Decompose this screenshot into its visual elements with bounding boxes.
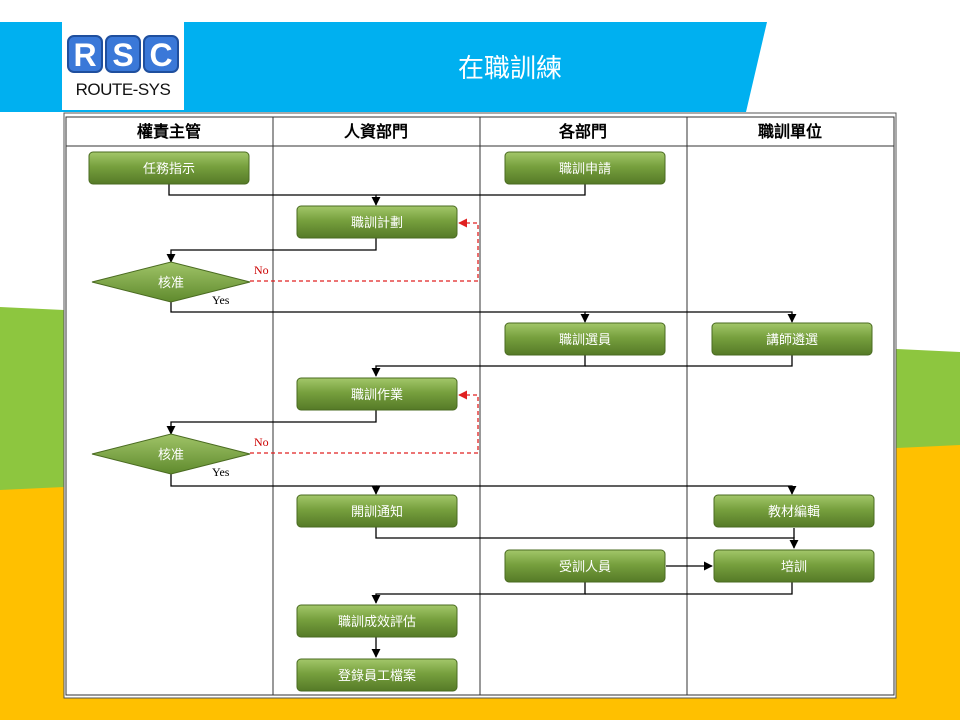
process-box-task[interactable]: 任務指示 xyxy=(88,151,250,185)
svg-text:講師遴選: 講師遴選 xyxy=(766,332,818,348)
process-box-trainee[interactable]: 受訓人員 xyxy=(504,549,666,583)
connector xyxy=(168,184,381,206)
yes-label: Yes xyxy=(212,465,230,479)
connector xyxy=(376,485,797,495)
svg-text:受訓人員: 受訓人員 xyxy=(559,559,611,575)
svg-text:R: R xyxy=(73,37,96,73)
svg-text:核准: 核准 xyxy=(158,448,184,463)
svg-text:登錄員工檔案: 登錄員工檔案 xyxy=(338,669,416,684)
process-box-apply[interactable]: 職訓申請 xyxy=(504,151,666,185)
connector xyxy=(585,311,797,323)
rejection-connector xyxy=(250,218,479,282)
connectors xyxy=(166,184,799,658)
svg-text:職訓計劃: 職訓計劃 xyxy=(351,215,403,231)
header-bar xyxy=(0,22,767,112)
svg-text:C: C xyxy=(149,37,172,73)
svg-text:任務指示: 任務指示 xyxy=(143,162,195,177)
decision-approve-1[interactable]: 核准 xyxy=(91,261,251,303)
company-logo: R S C ROUTE-SYS xyxy=(62,22,184,110)
process-box-training[interactable]: 培訓 xyxy=(713,549,875,583)
svg-text:教材編輯: 教材編輯 xyxy=(768,504,820,520)
lane-header-departments: 各部門 xyxy=(558,122,607,141)
svg-text:S: S xyxy=(112,37,133,73)
slide-title: 在職訓練 xyxy=(457,54,562,84)
connector xyxy=(170,302,590,323)
svg-text:職訓作業: 職訓作業 xyxy=(351,387,403,403)
svg-text:開訓通知: 開訓通知 xyxy=(351,504,403,520)
lane-header-supervisor: 權責主管 xyxy=(137,122,201,141)
rejection-connectors xyxy=(250,218,479,454)
svg-text:職訓選員: 職訓選員 xyxy=(559,332,611,348)
no-label: No xyxy=(254,263,269,277)
connector xyxy=(375,527,799,549)
connector xyxy=(170,474,381,495)
connector xyxy=(376,184,586,196)
connector xyxy=(371,582,586,604)
process-box-archive[interactable]: 登錄員工檔案 xyxy=(296,658,458,692)
process-box-plan[interactable]: 職訓計劃 xyxy=(296,205,458,239)
process-box-operation[interactable]: 職訓作業 xyxy=(296,377,458,411)
no-label: No xyxy=(254,435,269,449)
connector xyxy=(166,410,377,435)
logo-text: ROUTE-SYS xyxy=(75,80,171,99)
svg-text:培訓: 培訓 xyxy=(781,559,807,575)
process-box-select-teacher[interactable]: 講師遴選 xyxy=(711,322,873,356)
connector xyxy=(166,238,377,263)
process-box-material[interactable]: 教材編輯 xyxy=(713,494,875,528)
process-box-notice[interactable]: 開訓通知 xyxy=(296,494,458,528)
lane-header-hr: 人資部門 xyxy=(344,122,408,141)
decision-approve-2[interactable]: 核准 xyxy=(91,433,251,475)
svg-text:核准: 核准 xyxy=(158,276,184,291)
svg-text:職訓申請: 職訓申請 xyxy=(559,161,611,177)
connector xyxy=(371,355,586,377)
svg-text:職訓成效評估: 職訓成效評估 xyxy=(338,614,416,630)
connector xyxy=(585,582,793,595)
lane-header-training-unit: 職訓單位 xyxy=(758,122,822,141)
process-box-evaluate[interactable]: 職訓成效評估 xyxy=(296,604,458,638)
logo-letters-graphic: R S C xyxy=(67,35,179,73)
connector xyxy=(585,355,793,367)
rejection-connector xyxy=(250,390,479,454)
process-box-select-staff[interactable]: 職訓選員 xyxy=(504,322,666,356)
yes-label: Yes xyxy=(212,293,230,307)
